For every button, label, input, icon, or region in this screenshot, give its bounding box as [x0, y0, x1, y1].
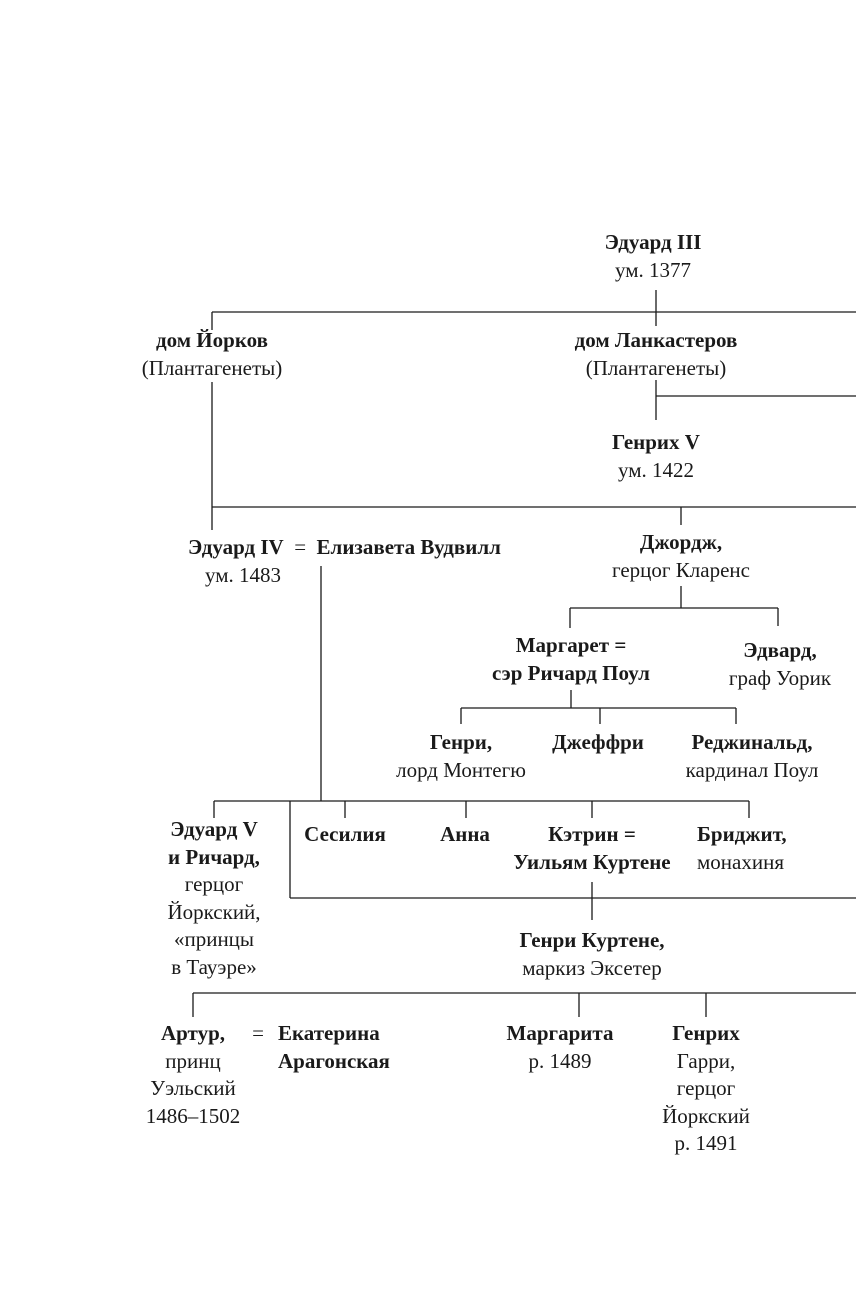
node-reginald: Реджинальд, кардинал Поул [686, 729, 819, 784]
person-name: Генри Куртене, [519, 928, 665, 952]
house-note: (Плантагенеты) [585, 355, 727, 380]
marriage-sign: = [252, 1021, 264, 1045]
person-name: Кэтрин = [548, 822, 636, 846]
node-house-york: дом Йорков (Плантагенеты) [142, 327, 282, 382]
edward-iv-note: ум. 1483 [204, 563, 282, 587]
person-note: кардинал Поул [685, 757, 819, 782]
person-name: Сесилия [304, 822, 386, 846]
person-name: Артур, [160, 1021, 226, 1045]
person-name: Генрих V [612, 430, 700, 454]
person-name: Маргарита [506, 1021, 614, 1045]
person-note: Йоркский, [167, 899, 261, 924]
person-name: Эдуард IV [188, 535, 284, 559]
person-note: монахиня [697, 849, 784, 874]
person-name: Бриджит, [697, 822, 787, 846]
person-note: р. 1489 [528, 1048, 592, 1073]
house-note: (Плантагенеты) [141, 355, 283, 380]
person-note: герцог [184, 872, 244, 896]
person-name: Генрих [672, 1021, 740, 1045]
person-note: Гарри, [676, 1048, 736, 1073]
person-name: Маргарет = [515, 633, 627, 657]
person-name: Эдуард III [604, 230, 702, 254]
person-note: маркиз Эксетер [522, 955, 662, 980]
person-name: Реджинальд, [691, 730, 813, 754]
person-note: ум. 1377 [614, 257, 692, 282]
node-bridget: Бриджит, монахиня [697, 821, 787, 876]
node-henry-courtenay: Генри Куртене, маркиз Эксетер [519, 927, 664, 982]
person-note: принц [165, 1048, 221, 1073]
node-edward-iv: Эдуард IV = Елизавета Вудвилл [188, 534, 501, 562]
node-edward-v: Эдуард V и Ричард, герцог Йоркский, «при… [167, 816, 260, 981]
person-name: Анна [440, 822, 490, 846]
person-name: Эдуард V [170, 817, 258, 841]
node-george: Джордж, герцог Кларенс [612, 529, 750, 584]
person-note: ум. 1422 [617, 457, 695, 482]
person-name: Джордж, [639, 530, 723, 554]
house-name: дом Ланкастеров [574, 328, 738, 352]
node-katherine: Кэтрин = Уильям Куртене [513, 821, 670, 876]
house-name: дом Йорков [156, 328, 268, 352]
node-margarita: Маргарита р. 1489 [507, 1020, 614, 1075]
person-note: граф Уорик [728, 665, 832, 690]
person-note: в Тауэре» [171, 954, 257, 979]
node-henry-v: Генрих V ум. 1422 [612, 429, 700, 484]
person-note: Йоркский [662, 1103, 750, 1128]
node-catherine-aragon: Екатерина Арагонская [278, 1020, 390, 1075]
person-name: Эдвард, [743, 638, 817, 662]
person-note: герцог Кларенс [612, 557, 750, 582]
node-edward-iii: Эдуард III ум. 1377 [605, 229, 702, 284]
person-note: Уэльский [150, 1076, 236, 1100]
marriage-sign: = [294, 535, 307, 559]
person-note: герцог [676, 1076, 736, 1100]
person-note: 1486–1502 [145, 1103, 241, 1128]
node-edward-warwick: Эдвард, граф Уорик [729, 637, 831, 692]
node-house-lancaster: дом Ланкастеров (Плантагенеты) [575, 327, 738, 382]
person-name: Джеффри [552, 730, 644, 754]
person-name: Арагонская [278, 1048, 390, 1073]
node-cecilia: Сесилия [304, 821, 386, 849]
node-henry-montague: Генри, лорд Монтегю [396, 729, 526, 784]
node-geoffrey: Джеффри [552, 729, 644, 757]
node-henry-harry: Генрих Гарри, герцог Йоркский р. 1491 [662, 1020, 750, 1158]
person-name: Екатерина [278, 1021, 380, 1045]
node-anna: Анна [440, 821, 490, 849]
spouse-name: сэр Ричард Поул [492, 660, 650, 685]
node-margaret: Маргарет = сэр Ричард Поул [492, 632, 650, 687]
person-note: р. 1491 [674, 1131, 738, 1155]
spouse-name: Елизавета Вудвилл [316, 535, 501, 559]
person-note: лорд Монтегю [396, 757, 526, 782]
person-note: «принцы [173, 927, 255, 951]
person-name: и Ричард, [168, 844, 260, 869]
node-arthur: Артур, принц Уэльский 1486–1502 [146, 1020, 241, 1130]
person-name: Генри, [429, 730, 493, 754]
spouse-name: Уильям Куртене [513, 849, 671, 874]
